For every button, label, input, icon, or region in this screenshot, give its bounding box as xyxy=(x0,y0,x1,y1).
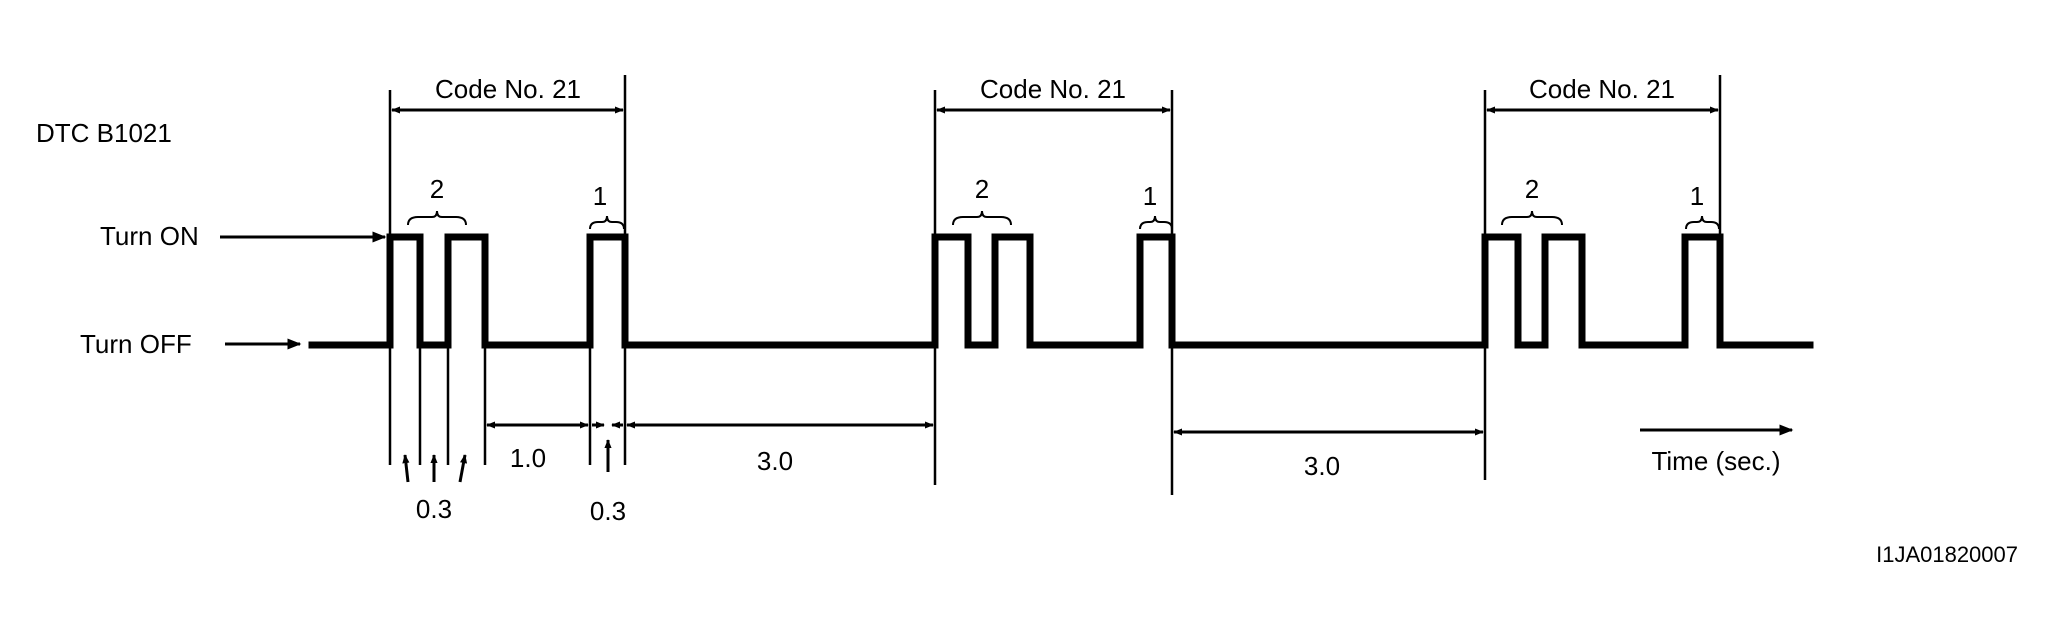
digit-ones-2: 1 xyxy=(1143,181,1157,211)
dtc-code-label: DTC B1021 xyxy=(36,118,172,148)
digit-brace-group-1: 2 1 xyxy=(407,174,625,230)
digit-gap-label: 1.0 xyxy=(510,443,546,473)
code-label-2: Code No. 21 xyxy=(980,74,1126,104)
figure-id: I1JA01820007 xyxy=(1876,542,2018,567)
code-boundary-lines xyxy=(388,75,1722,495)
pulse-width-label-1: 0.3 xyxy=(416,494,452,524)
turn-on-label: Turn ON xyxy=(100,221,199,251)
pulse-width-arrows-1 xyxy=(402,454,468,483)
repeat-gap-label-2: 3.0 xyxy=(1304,451,1340,481)
digit-tens-2: 2 xyxy=(975,174,989,204)
repeat-gap-label-1: 3.0 xyxy=(757,446,793,476)
time-axis-label: Time (sec.) xyxy=(1651,446,1780,476)
digit-brace-group-3: 2 1 xyxy=(1501,174,1720,230)
digit-tens-3: 2 xyxy=(1525,174,1539,204)
code-label-1: Code No. 21 xyxy=(435,74,581,104)
pulse-edge-ticks xyxy=(418,345,592,465)
signal-waveform xyxy=(308,233,1814,349)
turn-off-label: Turn OFF xyxy=(80,329,192,359)
digit-brace-group-2: 2 1 xyxy=(952,174,1173,230)
digit-tens-1: 2 xyxy=(430,174,444,204)
pulse-width-label-2: 0.3 xyxy=(590,496,626,526)
digit-ones-1: 1 xyxy=(593,181,607,211)
digit-ones-3: 1 xyxy=(1690,181,1704,211)
pulse-width-arrows-2 xyxy=(592,421,623,472)
code-label-3: Code No. 21 xyxy=(1529,74,1675,104)
